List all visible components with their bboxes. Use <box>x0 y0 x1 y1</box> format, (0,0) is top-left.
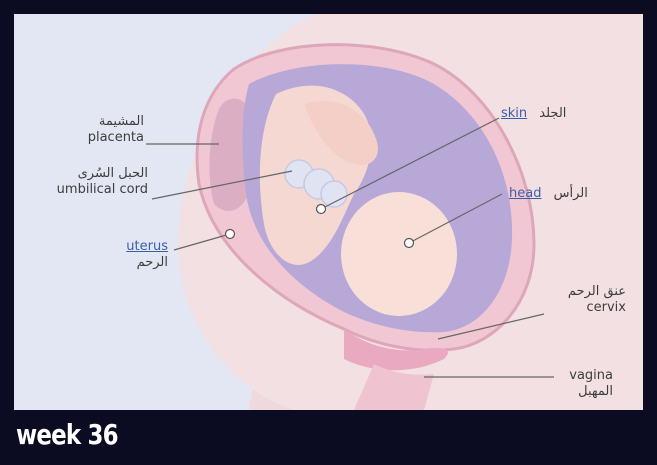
leader-uterus <box>173 233 231 251</box>
vagina-shape <box>354 364 434 410</box>
label-cervix: عنق الرحم cervix <box>540 284 626 316</box>
label-umbilical-cord-ar: الحبل السُرى <box>77 166 148 181</box>
dot-skin <box>315 203 327 215</box>
label-skin-ar: الجلد <box>539 106 567 121</box>
fetus-head <box>341 192 457 316</box>
leader-skin <box>318 117 500 211</box>
label-placenta: المشيمة placenta <box>80 114 144 146</box>
label-placenta-ar: المشيمة <box>98 114 144 129</box>
label-umbilical-cord-en: umbilical cord <box>56 182 148 197</box>
fetus-illustration <box>146 14 643 410</box>
cervix-shape <box>344 329 448 371</box>
label-placenta-en: placenta <box>87 130 144 145</box>
dot-uterus <box>224 228 236 240</box>
label-skin: skin الجلد <box>501 106 566 122</box>
leader-cervix <box>437 313 545 340</box>
dot-head <box>403 237 415 249</box>
label-uterus: uterus الرحم <box>110 239 168 271</box>
leader-umbilical <box>151 170 293 200</box>
label-umbilical-cord: الحبل السُرى umbilical cord <box>32 166 148 198</box>
label-uterus-link[interactable]: uterus <box>126 239 168 254</box>
label-cervix-ar: عنق الرحم <box>567 284 626 299</box>
label-vagina-ar: المهبل <box>578 384 613 399</box>
week-caption: week 36 <box>16 418 119 451</box>
label-uterus-ar: الرحم <box>136 255 168 270</box>
label-vagina-en: vagina <box>569 368 613 383</box>
label-vagina: vagina المهبل <box>557 368 613 400</box>
pointer-dots <box>224 203 415 249</box>
fetus-legs <box>304 100 378 165</box>
label-skin-link[interactable]: skin <box>501 106 528 121</box>
label-head: head الرأس <box>509 186 588 202</box>
leader-head <box>408 193 503 244</box>
diagram-frame: المشيمة placenta الحبل السُرى umbilical … <box>14 14 643 410</box>
label-cervix-en: cervix <box>586 300 627 315</box>
leader-lines <box>146 117 554 378</box>
label-head-ar: الرأس <box>553 186 588 201</box>
label-head-link[interactable]: head <box>509 186 542 201</box>
umbilical-cord-shape <box>284 159 348 208</box>
